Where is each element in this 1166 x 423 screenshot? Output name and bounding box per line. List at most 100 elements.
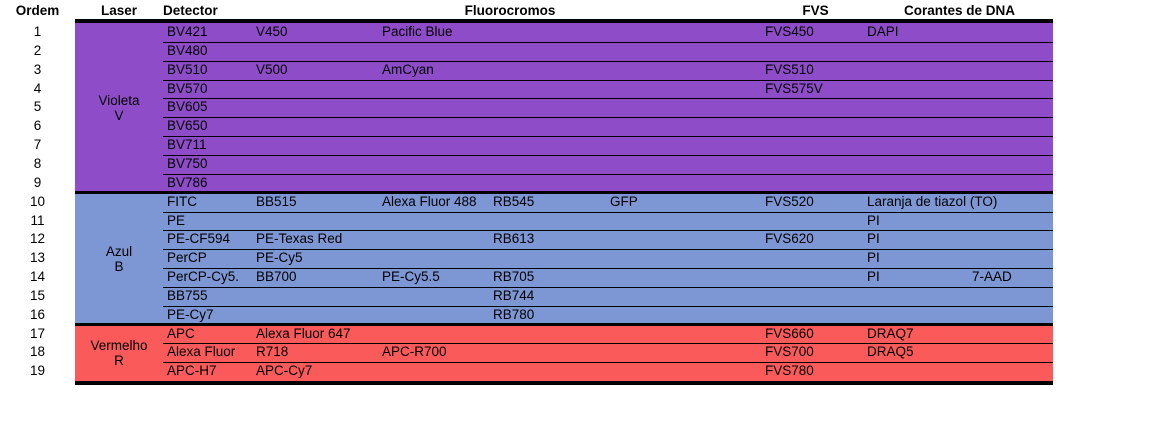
laser-label-line: Azul — [105, 243, 133, 259]
cell-detector-1: BV480 — [167, 42, 208, 58]
table-row: 5 BV605 — [0, 98, 1166, 117]
row-order: 6 — [33, 118, 42, 134]
table-border — [75, 19, 1053, 24]
cell-detector-1: BV421 — [167, 24, 208, 39]
cell-detector-1: APC — [167, 325, 195, 341]
header-fvs: FVS — [802, 3, 829, 18]
cell-detector-1: BV650 — [167, 118, 208, 134]
cell-dna-dye-1: PI — [867, 250, 880, 266]
cell-detector-1: BB755 — [167, 287, 208, 303]
row-separator — [163, 136, 1053, 138]
cell-detector-2: V450 — [256, 24, 288, 39]
row-separator — [163, 305, 1053, 307]
table-border — [75, 191, 1053, 195]
cell-dna-dye-1: DRAQ5 — [867, 344, 914, 360]
row-separator — [163, 249, 1053, 251]
cell-fluorochrome-2: RB705 — [493, 269, 535, 285]
cell-detector-2: Alexa Fluor 647 — [256, 325, 351, 341]
row-order: 14 — [29, 269, 46, 285]
cell-fvs: FVS620 — [765, 231, 814, 247]
cell-fvs: FVS700 — [765, 344, 814, 360]
cell-detector-1: FITC — [167, 193, 197, 209]
row-order: 9 — [33, 174, 42, 190]
cell-detector-1: PerCP-Cy5. — [167, 269, 240, 285]
row-order: 16 — [29, 306, 46, 322]
cell-fluorochrome-3: GFP — [610, 193, 638, 209]
header-detector: Detector — [163, 3, 218, 18]
cell-detector-2: V500 — [256, 61, 288, 77]
cell-detector-1: BV605 — [167, 99, 208, 115]
cell-detector-2: PE-Texas Red — [256, 231, 343, 247]
cell-fvs: FVS450 — [765, 24, 814, 39]
cell-fluorochrome-1: Alexa Fluor 488 — [382, 193, 477, 209]
cell-detector-2: BB515 — [256, 193, 297, 209]
row-order: 11 — [30, 212, 45, 228]
row-order: 4 — [33, 80, 42, 96]
cell-fvs: FVS510 — [765, 61, 814, 77]
row-separator — [163, 154, 1053, 156]
table-row: 6 BV650 — [0, 117, 1166, 136]
cell-fluorochrome-2: RB545 — [493, 193, 535, 209]
cell-detector-2: R718 — [256, 344, 289, 360]
cell-dna-dye-2: 7-AAD — [972, 269, 1012, 285]
row-separator — [163, 268, 1053, 270]
cell-dna-dye-1: DRAQ7 — [867, 325, 914, 341]
row-separator — [163, 98, 1053, 100]
cell-detector-1: PE-Cy7 — [167, 306, 214, 322]
row-order: 12 — [29, 231, 46, 247]
cell-detector-1: PerCP — [167, 250, 207, 266]
cell-fvs: FVS780 — [765, 363, 814, 379]
cell-fluorochrome-1: Pacific Blue — [382, 24, 453, 39]
row-order: 5 — [33, 99, 42, 115]
cell-detector-2: PE-Cy5 — [256, 250, 303, 266]
table-row: 9 BV786 — [0, 174, 1166, 193]
row-separator — [163, 286, 1053, 288]
cell-fluorochrome-1: AmCyan — [382, 61, 434, 77]
header-laser: Laser — [100, 3, 138, 18]
cell-dna-dye-1: Laranja de tiazol (TO) — [867, 193, 998, 209]
row-separator — [163, 117, 1053, 119]
table-row: 4 BV570 FVS575V — [0, 80, 1166, 99]
cell-detector-1: PE-CF594 — [167, 231, 231, 247]
cell-fvs: FVS660 — [765, 325, 814, 341]
header-fluorocromos: Fluorocromos — [464, 3, 556, 18]
header-corantes-de-dna: Corantes de DNA — [903, 3, 1016, 18]
cell-dna-dye-1: DAPI — [867, 24, 899, 39]
cell-fvs: FVS520 — [765, 193, 814, 209]
row-order: 18 — [29, 344, 46, 360]
laser-group-band — [75, 192, 1053, 325]
row-order: 7 — [33, 137, 42, 153]
laser-label-line: B — [114, 258, 124, 274]
row-separator — [163, 173, 1053, 175]
row-order: 2 — [33, 42, 42, 58]
row-order: 1 — [33, 24, 42, 39]
row-separator — [163, 41, 1053, 43]
row-separator — [163, 343, 1053, 345]
cell-fvs: FVS575V — [765, 80, 823, 96]
table-row: 2 BV480 — [0, 42, 1166, 61]
laser-group-band — [75, 324, 1053, 382]
row-order: 19 — [29, 363, 46, 379]
cell-detector-1: BV570 — [167, 80, 208, 96]
row-separator — [163, 211, 1053, 213]
table-row: 17 APC Alexa Fluor 647 FVS660 DRAQ7 — [0, 325, 1166, 344]
laser-label-line: Violeta — [98, 92, 140, 108]
laser-label-line: V — [114, 107, 124, 123]
row-separator — [163, 362, 1053, 364]
table-border — [75, 380, 1053, 386]
table-row: 1 BV421 V450 Pacific Blue FVS450 DAPI — [0, 23, 1166, 42]
row-order: 17 — [29, 325, 46, 341]
cell-detector-1: BV750 — [167, 155, 208, 171]
cell-detector-1: BV786 — [167, 174, 208, 190]
row-separator — [163, 60, 1053, 62]
cell-detector-1: PE — [167, 212, 186, 228]
laser-label-line: R — [114, 352, 124, 368]
